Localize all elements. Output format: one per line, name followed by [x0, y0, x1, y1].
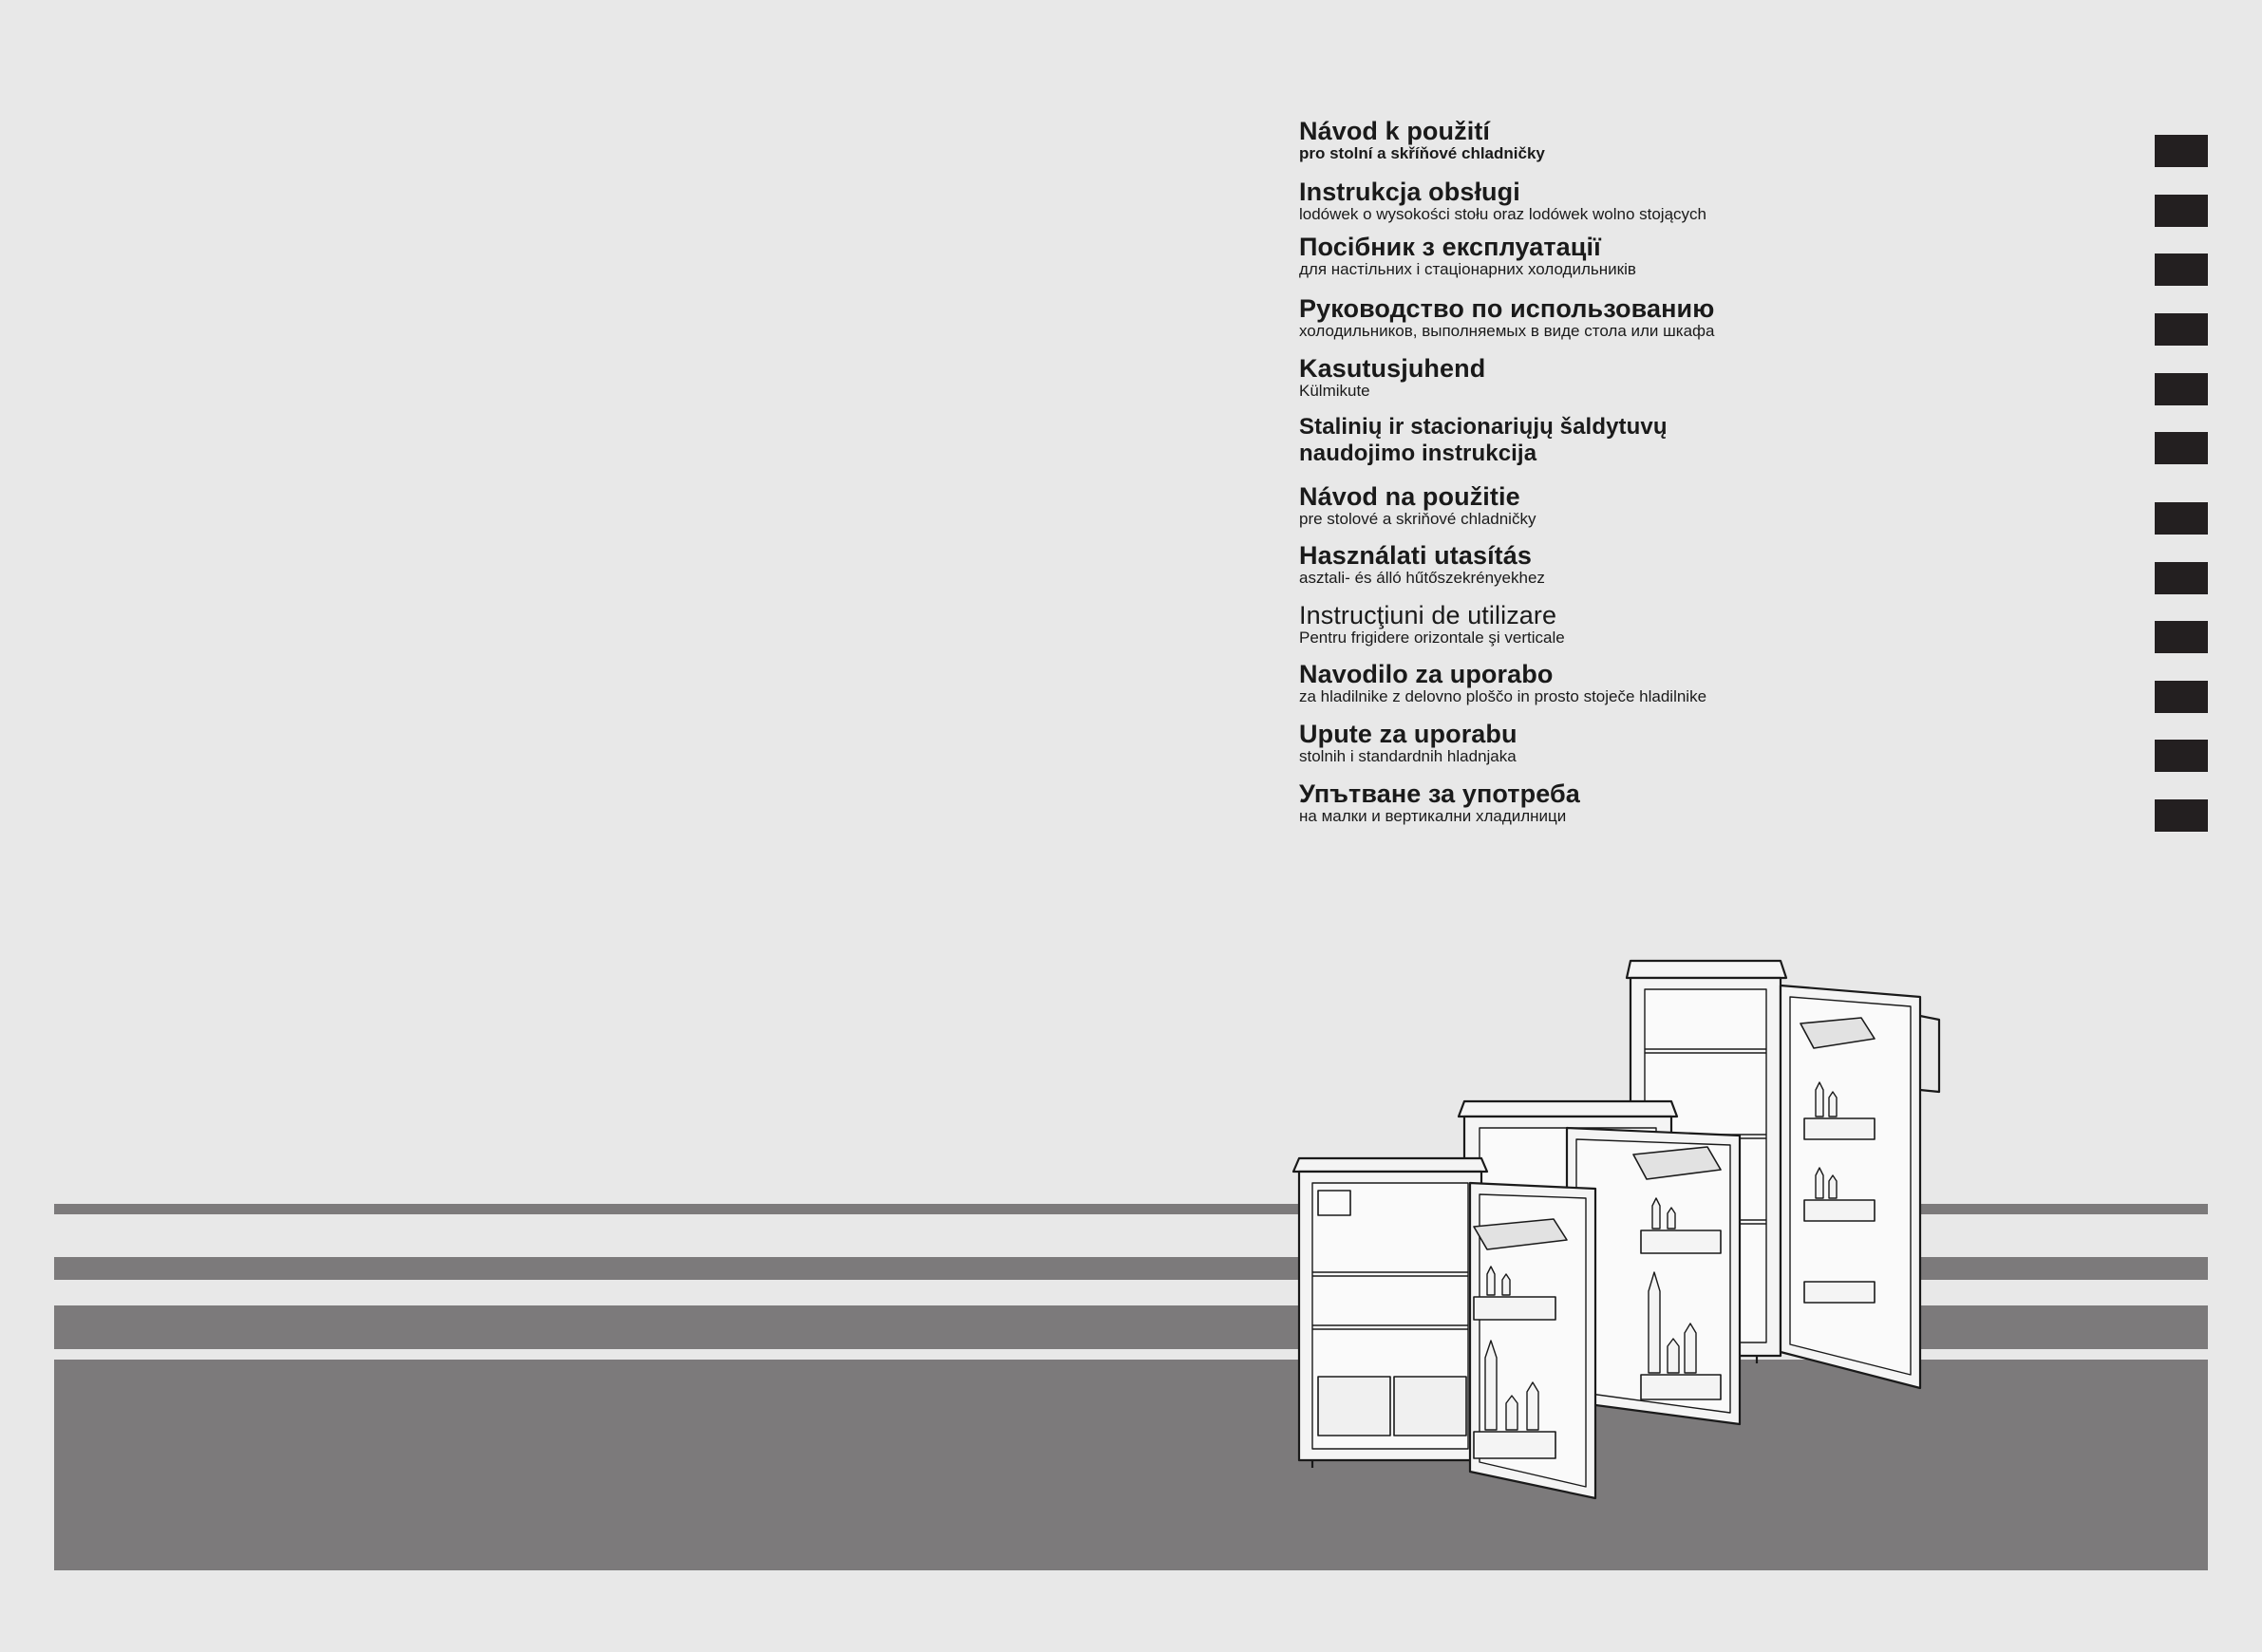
lang-entry-ukrainian: Посібник з експлуатації для настільних і…: [1299, 234, 1636, 279]
lang-title: Návod k použití: [1299, 117, 1491, 145]
lang-title: Упътване за употреба: [1299, 779, 1580, 808]
stripe-thin: [54, 1204, 2208, 1214]
lang-entry-czech: Návod k použití pro stolní a skříňové ch…: [1299, 118, 1545, 163]
lang-subtitle: Pentru frigidere orizontale şi verticale: [1299, 629, 1565, 647]
lang-title: Kasutusjuhend: [1299, 354, 1486, 383]
lang-entry-estonian: Kasutusjuhend Külmikute: [1299, 355, 1485, 401]
lang-subtitle: stolnih i standardnih hladnjaka: [1299, 747, 1517, 765]
lang-entry-croatian: Upute za uporabu stolnih i standardnih h…: [1299, 721, 1517, 766]
lang-title: Instrukcja obsługi: [1299, 178, 1520, 206]
lang-title-line2: naudojimo instrukcija: [1299, 441, 1537, 466]
index-tab-slovak: [2155, 502, 2208, 535]
lang-subtitle: pro stolní a skříňové chladničky: [1299, 144, 1545, 162]
lang-title: Instrucţiuni de utilizare: [1299, 601, 1557, 629]
lang-entry-polish: Instrukcja obsługi lodówek o wysokości s…: [1299, 178, 1706, 224]
small-fridge-icon: [1291, 1156, 1597, 1500]
index-tab-slovenian: [2155, 681, 2208, 713]
lang-entry-slovenian: Navodilo za uporabo za hladilnike z delo…: [1299, 661, 1706, 706]
index-tab-croatian: [2155, 740, 2208, 772]
index-tab-estonian: [2155, 373, 2208, 405]
lang-title: Stalinių ir stacionariųjų šaldytuvų: [1299, 414, 1668, 440]
lang-subtitle: Külmikute: [1299, 382, 1370, 400]
lang-entry-romanian: Instrucţiuni de utilizare Pentru frigide…: [1299, 602, 1565, 648]
lang-subtitle: za hladilnike z delovno ploščo in prosto…: [1299, 687, 1707, 705]
lang-title: Navodilo za uporabo: [1299, 660, 1554, 688]
lang-entry-slovak: Návod na použitie pre stolové a skriňové…: [1299, 483, 1536, 529]
refrigerators-illustration: [1291, 959, 1941, 1500]
lang-entry-hungarian: Használati utasítás asztali- és álló hűt…: [1299, 542, 1545, 588]
lang-title: Посібник з експлуатації: [1299, 233, 1601, 261]
lang-entry-russian: Руководство по использованию холодильник…: [1299, 295, 1714, 341]
lang-title: Upute za uporabu: [1299, 720, 1517, 748]
index-tab-romanian: [2155, 621, 2208, 653]
lang-subtitle: холодильников, выполняемых в виде стола …: [1299, 322, 1715, 340]
lang-entry-lithuanian: Stalinių ir stacionariųjų šaldytuvų naud…: [1299, 414, 1668, 467]
lang-title: Návod na použitie: [1299, 482, 1520, 511]
index-tab-czech: [2155, 135, 2208, 167]
lang-subtitle: lodówek o wysokości stołu oraz lodówek w…: [1299, 205, 1706, 223]
index-tab-russian: [2155, 313, 2208, 346]
index-tab-ukrainian: [2155, 253, 2208, 286]
lang-subtitle: для настільних і стаціонарних холодильни…: [1299, 260, 1636, 278]
index-tab-bulgarian: [2155, 799, 2208, 832]
lang-subtitle: pre stolové a skriňové chladničky: [1299, 510, 1536, 528]
lang-title: Használati utasítás: [1299, 541, 1532, 570]
lang-subtitle: на малки и вертикални хладилници: [1299, 807, 1567, 825]
lang-subtitle: asztali- és álló hűtőszekrényekhez: [1299, 569, 1545, 587]
lang-entry-bulgarian: Упътване за употреба на малки и вертикал…: [1299, 780, 1580, 826]
stripe-base: [54, 1360, 2208, 1570]
index-tab-polish: [2155, 195, 2208, 227]
index-tab-hungarian: [2155, 562, 2208, 594]
lang-title: Руководство по использованию: [1299, 294, 1715, 323]
index-tab-lithuanian: [2155, 432, 2208, 464]
